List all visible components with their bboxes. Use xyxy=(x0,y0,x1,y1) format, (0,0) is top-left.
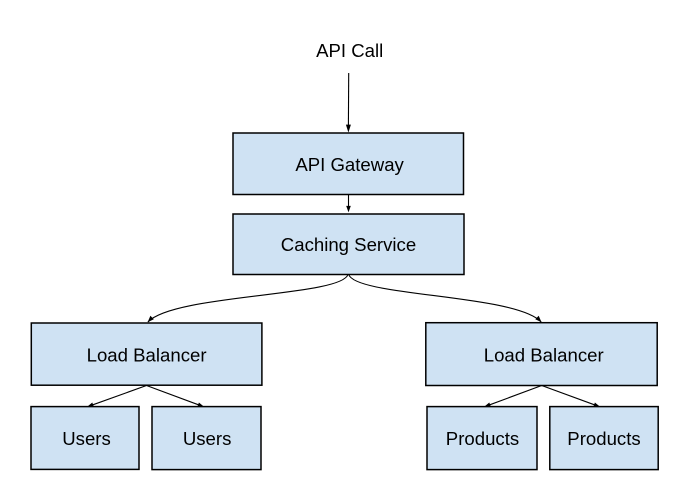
svg-text:Load Balancer: Load Balancer xyxy=(87,345,207,366)
svg-text:Load Balancer: Load Balancer xyxy=(484,345,604,366)
svg-text:API Gateway: API Gateway xyxy=(295,154,404,175)
svg-text:API Call: API Call xyxy=(316,40,383,61)
svg-text:Users: Users xyxy=(183,428,232,449)
svg-text:Products: Products xyxy=(567,428,640,449)
svg-text:Users: Users xyxy=(62,428,111,449)
svg-text:Products: Products xyxy=(446,428,519,449)
svg-text:Caching Service: Caching Service xyxy=(281,234,416,255)
